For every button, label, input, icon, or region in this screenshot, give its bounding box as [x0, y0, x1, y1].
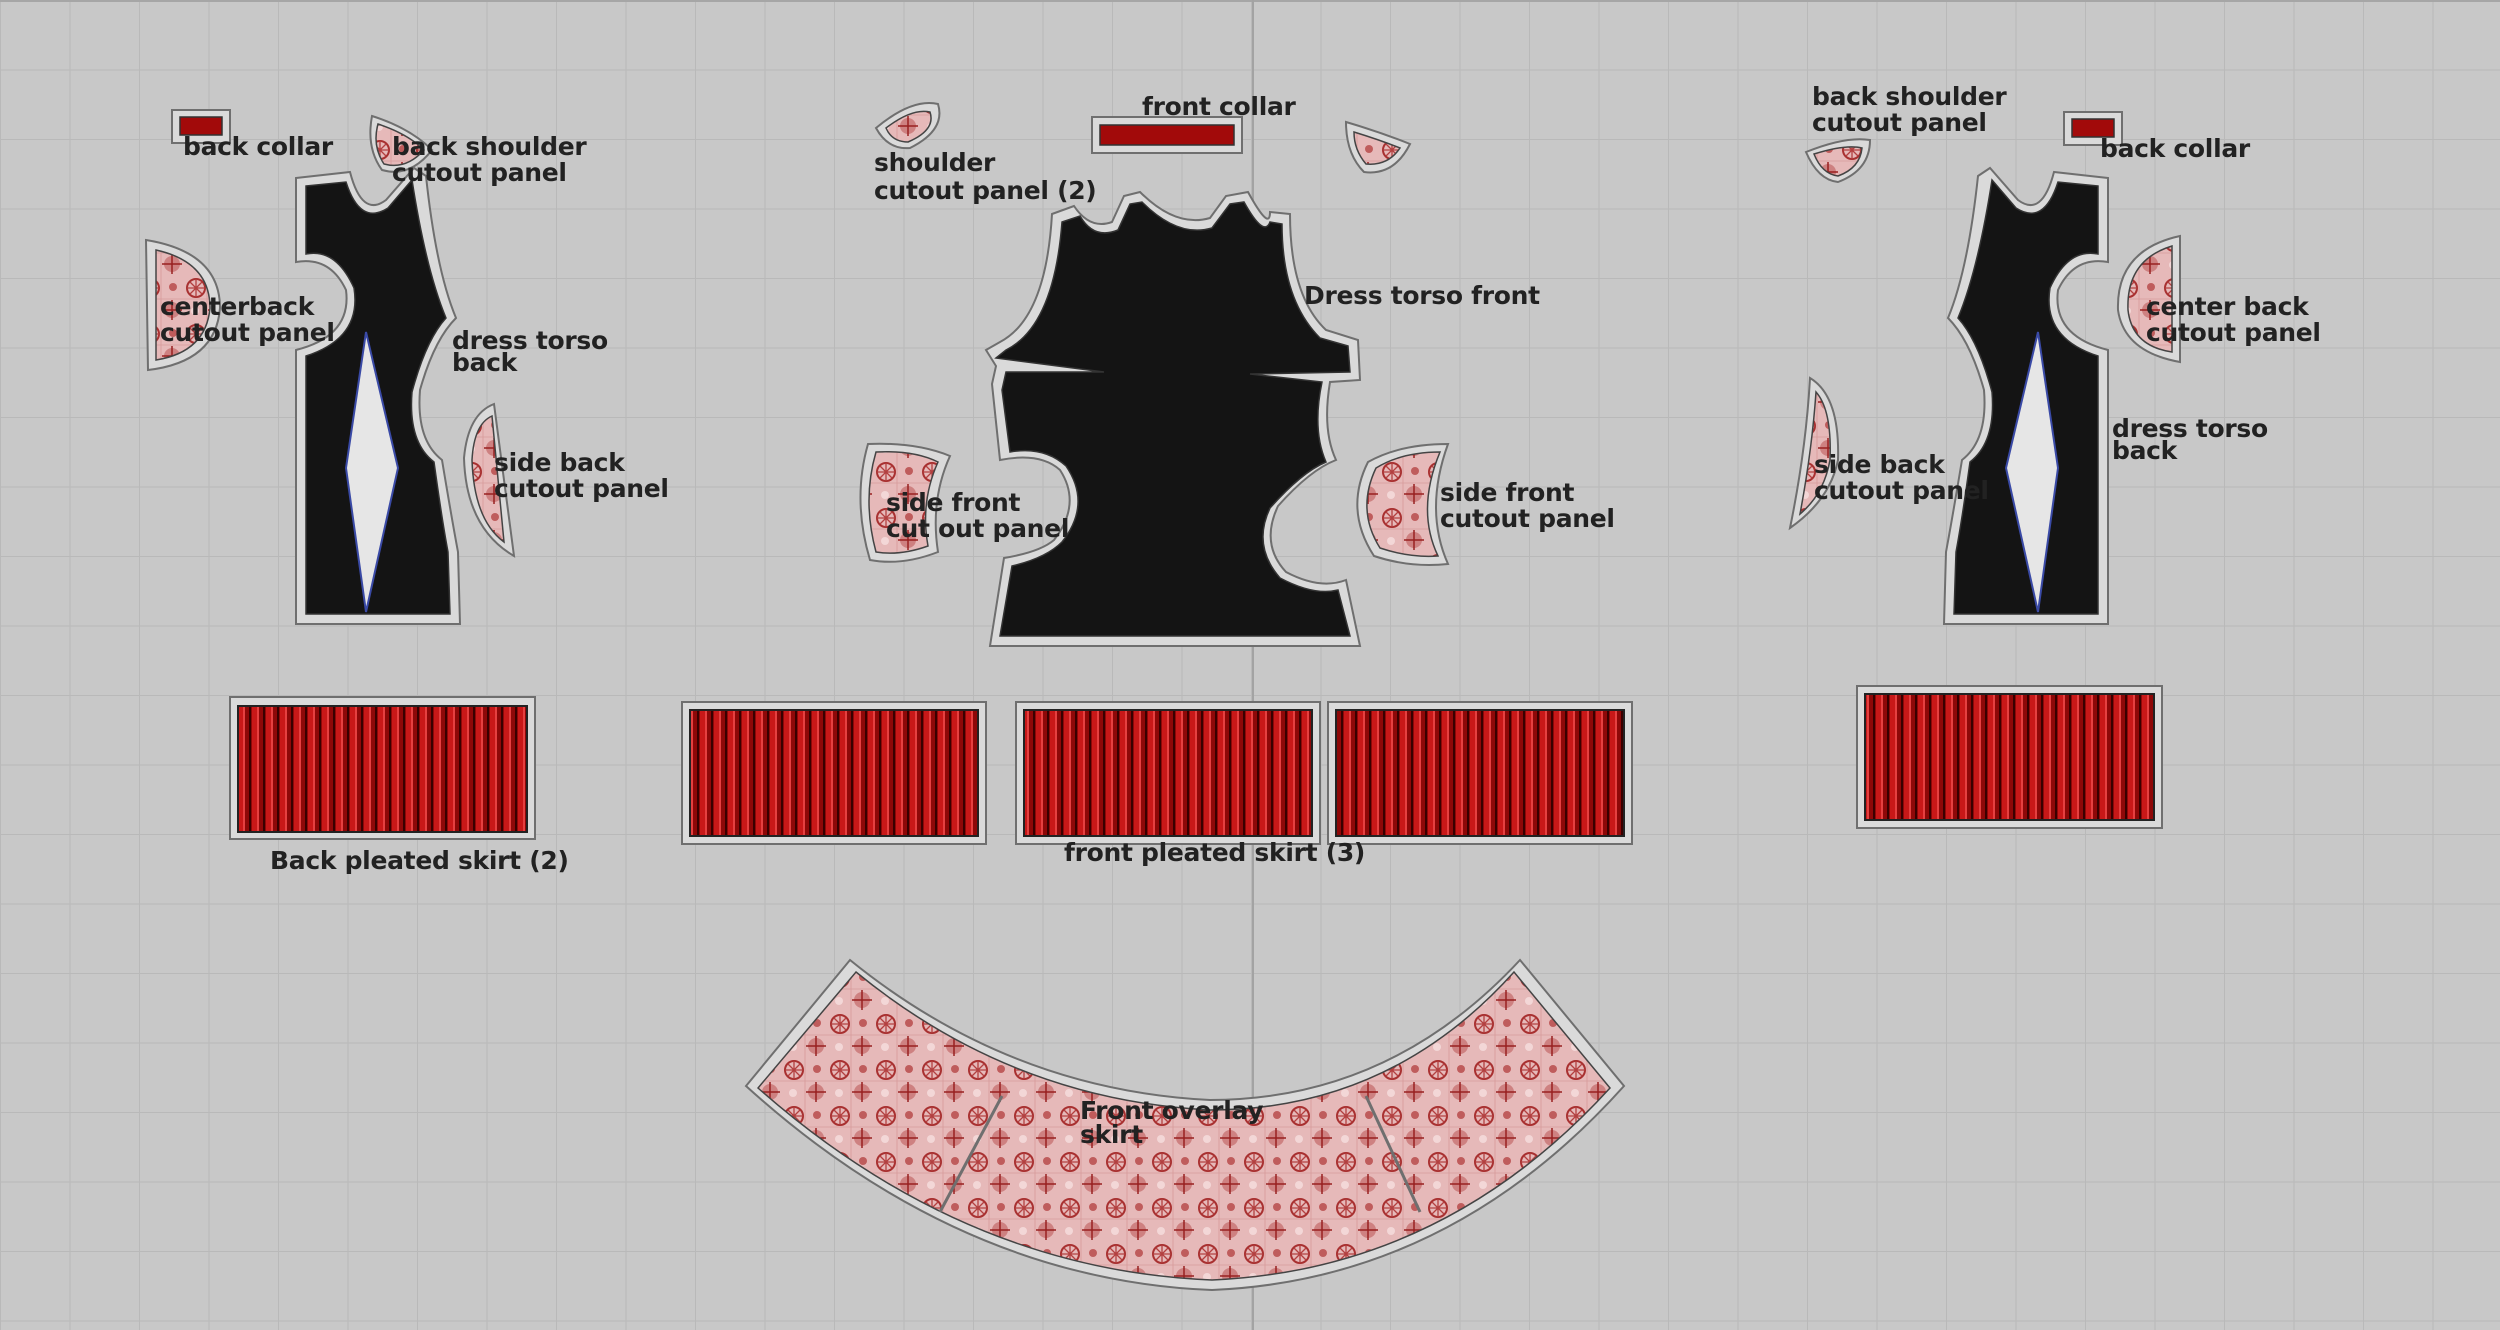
label-back-shoulder-right-line1: back shoulder [1812, 82, 2007, 111]
label-shoulder-cutout-line1: shoulder [874, 148, 996, 177]
label-front-collar: front collar [1142, 92, 1296, 121]
piece-dress-torso-back-right [1942, 166, 2109, 625]
piece-back-collar-right [2063, 111, 2123, 146]
piece-side-back-cutout-right [1788, 376, 1840, 531]
label-back-shoulder-left-line2: cutout panel [392, 158, 567, 187]
label-front-overlay-line2: skirt [1080, 1120, 1143, 1149]
piece-front-collar [1091, 116, 1243, 154]
label-dress-back-right-line2: back [2112, 436, 2178, 465]
label-dress-torso-front: Dress torso front [1304, 281, 1540, 310]
piece-center-back-cutout-right [2116, 234, 2181, 364]
piece-back-pleated-skirt-right [1856, 685, 2163, 829]
label-centerback-left-line1: centerback [160, 292, 315, 321]
label-shoulder-cutout-line2: cutout panel (2) [874, 176, 1097, 205]
board-top-edge [0, 0, 2500, 2]
label-dress-back-right-line1: dress torso [2112, 414, 2268, 443]
piece-shoulder-cutout-left [874, 102, 941, 150]
label-center-back-right-line1: center back [2146, 292, 2309, 321]
piece-side-front-cutout-right [1356, 442, 1450, 566]
label-centerback-left-line2: cutout panel [160, 318, 335, 347]
label-side-back-right-line2: cutout panel [1814, 476, 1989, 505]
piece-front-pleated-skirt-3 [1327, 701, 1633, 845]
label-side-back-right-line1: side back [1814, 450, 1945, 479]
piece-dress-torso-front [984, 190, 1362, 647]
label-side-front-left-line2: cut out panel [886, 514, 1070, 543]
label-front-pleated-skirt: front pleated skirt (3) [1064, 838, 1366, 867]
label-side-front-right-line1: side front [1440, 478, 1575, 507]
label-back-shoulder-left-line1: back shoulder [392, 132, 587, 161]
label-side-front-left-line1: side front [886, 488, 1021, 517]
piece-back-collar-left [171, 109, 231, 144]
piece-centerback-cutout-left [144, 238, 222, 372]
piece-front-pleated-skirt-1 [681, 701, 987, 845]
label-back-shoulder-right-line2: cutout panel [1812, 108, 1987, 137]
label-side-back-left-line2: cutout panel [494, 474, 669, 503]
piece-back-shoulder-cutout-right [1804, 138, 1872, 184]
label-center-back-right-line2: cutout panel [2146, 318, 2321, 347]
label-side-front-right-line2: cutout panel [1440, 504, 1615, 533]
piece-front-pleated-skirt-2 [1015, 701, 1321, 845]
label-back-collar-left: back collar [183, 132, 333, 161]
label-dress-back-left-line2: back [452, 348, 518, 377]
piece-dress-torso-back-left [295, 166, 462, 625]
label-back-collar-right: back collar [2100, 134, 2250, 163]
piece-back-shoulder-cutout-left [369, 114, 434, 173]
piece-side-back-cutout-left [462, 402, 516, 558]
piece-back-pleated-skirt-left [229, 696, 536, 840]
piece-front-overlay-skirt [744, 958, 1626, 1292]
piece-shoulder-cutout-right [1344, 120, 1412, 174]
label-back-pleated-skirt: Back pleated skirt (2) [270, 846, 569, 875]
piece-side-front-cutout-left [859, 442, 952, 563]
label-dress-back-left-line1: dress torso [452, 326, 608, 355]
center-axis-line [1252, 0, 1254, 1330]
label-side-back-left-line1: side back [494, 448, 625, 477]
label-front-overlay-line1: Front overlay [1080, 1096, 1264, 1125]
